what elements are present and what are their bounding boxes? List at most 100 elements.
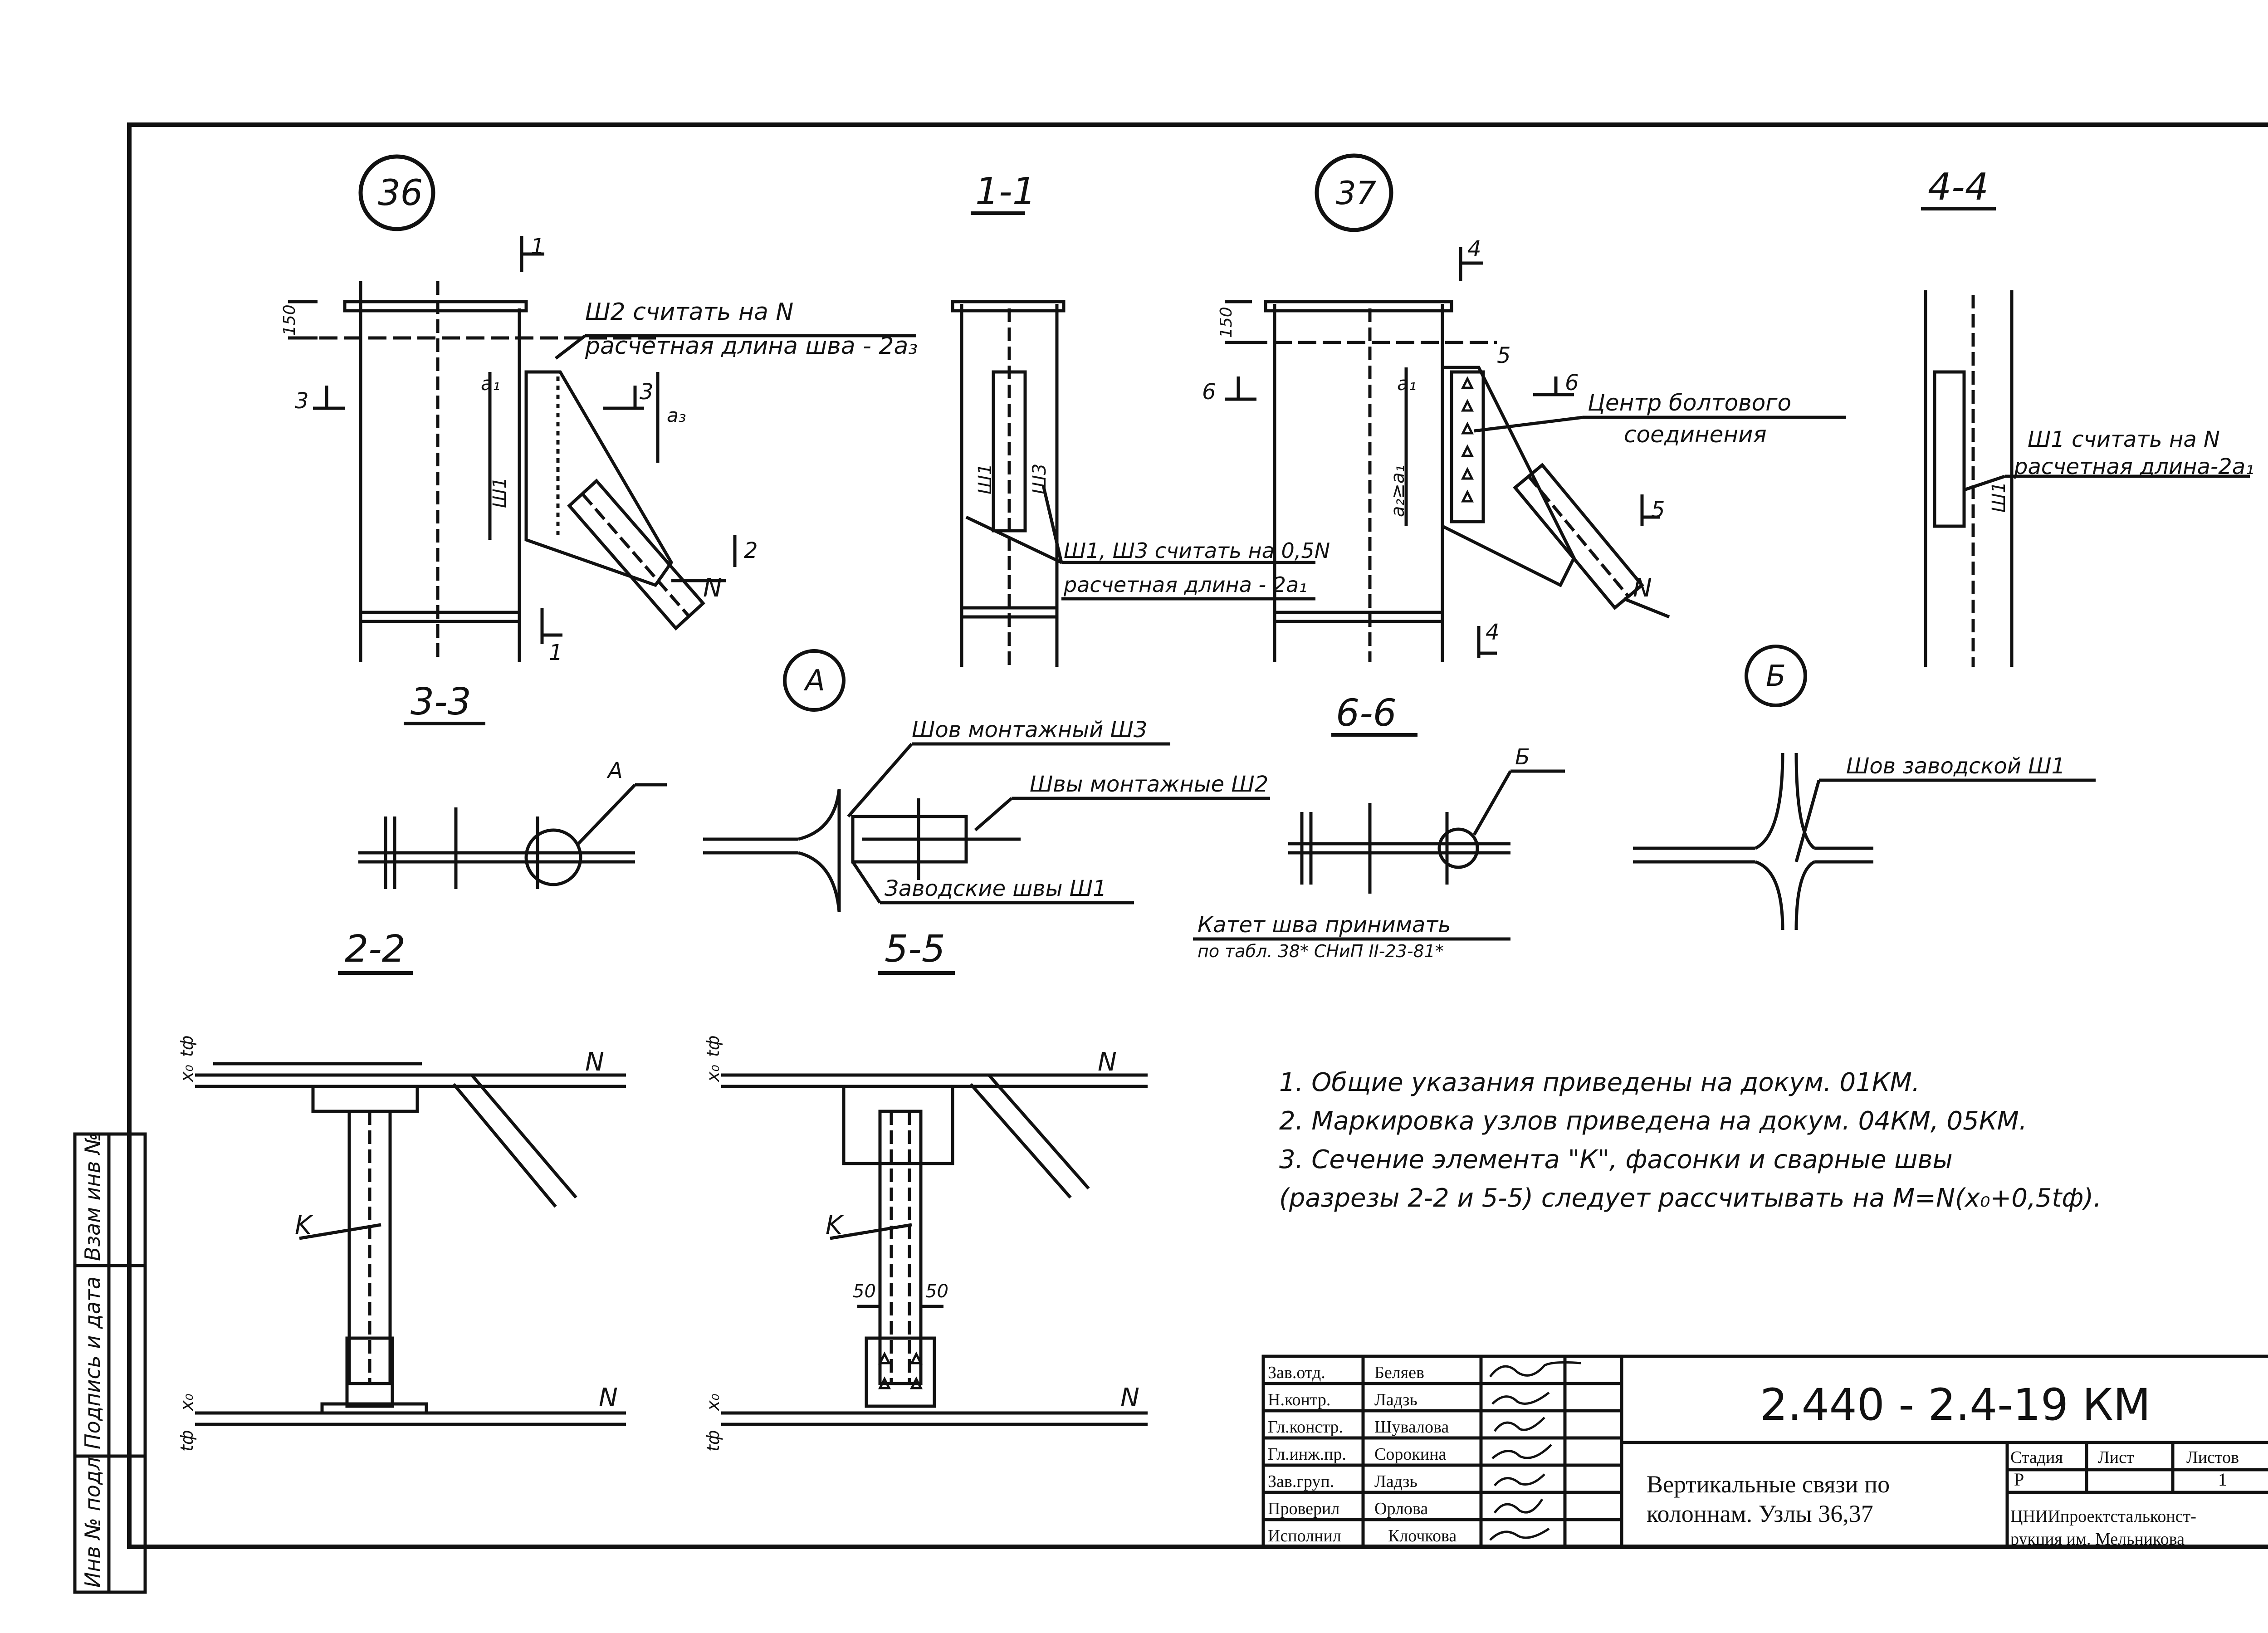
title-block-grid (1261, 1354, 2268, 1549)
bolt-marks-elev2 (878, 1351, 923, 1389)
section-5-5-label: 5-5 (885, 928, 945, 971)
name-3: Шувалова (1374, 1418, 1449, 1437)
detail-a-callout: A (606, 758, 623, 783)
name-2: Ладзь (1374, 1390, 1418, 1409)
title-block-roles: Зав.отд. Н.контр. Гл.констр. Гл.инж.пр. … (1268, 1363, 1346, 1545)
element-k-label-2: K (826, 1211, 844, 1240)
force-n-node37: N (1633, 573, 1652, 603)
drawing-title-line2: колоннам. Узлы 36,37 (1647, 1500, 1873, 1527)
w1-label-node36: Ш1 (489, 477, 510, 508)
drawing-title-line1: Вертикальные связи по (1647, 1471, 1890, 1498)
role-3: Гл.констр. (1268, 1418, 1343, 1437)
note-3: 3. Сечение элемента "К", фасонки и сварн… (1279, 1145, 1953, 1174)
node-37-label: 37 (1336, 175, 1376, 212)
cut-mark-1-top: 1 (531, 234, 545, 259)
section-b-drawing (1193, 645, 1807, 941)
x0-label-elev2-top: x₀ (703, 1065, 723, 1082)
mount-seam-w3: Шов монтажный Ш3 (912, 717, 1147, 743)
detail-a-label: A (803, 664, 825, 698)
cut-mark-4-top: 4 (1467, 236, 1481, 262)
mount-seams-w2: Швы монтажные Ш2 (1030, 772, 1268, 797)
name-6: Орлова (1374, 1499, 1428, 1518)
a1-label-node37: a₁ (1397, 372, 1417, 395)
cut-mark-3-right: 3 (640, 379, 654, 405)
node-36-label: 36 (378, 173, 423, 214)
section-3-3-label: 3-3 (411, 680, 471, 724)
role-1: Зав.отд. (1268, 1363, 1325, 1382)
w13-callout-title: Ш1, Ш3 считать на 0,5N (1064, 538, 1330, 563)
bolt-center-line2: соединения (1624, 421, 1767, 448)
cut-mark-2: 2 (744, 538, 758, 563)
dim-150-node37: 150 (1217, 307, 1236, 338)
stage-header: Стадия (2010, 1448, 2063, 1467)
section-2-2-drawing (358, 649, 846, 889)
w1-callout-length: расчетная длина-2a₁ (2014, 454, 2254, 479)
note-1: 1. Общие указания приведены на докум. 01… (1279, 1068, 1920, 1097)
force-n-elev2-top: N (1098, 1047, 1117, 1077)
cut-mark-5-top: 5 (1497, 343, 1511, 368)
organization-line2: рукция им. Мельникова (2010, 1530, 2185, 1549)
role-7: Исполнил (1268, 1526, 1341, 1545)
section-5-5-drawing (703, 742, 1270, 912)
cut-mark-4-bottom: 4 (1486, 620, 1500, 645)
w2-callout-length: расчетная длина шва - 2a₃ (585, 332, 918, 360)
weld-leg-note-1: Катет шва принимать (1198, 912, 1451, 938)
bolt-center-line1: Центр болтового (1588, 390, 1791, 416)
section-6-6-label: 6-6 (1336, 692, 1397, 735)
a2ge-label-node37: a₂≥a₁ (1388, 465, 1408, 517)
role-6: Проверил (1268, 1499, 1339, 1518)
name-7: Клочкова (1388, 1526, 1457, 1545)
cut-mark-6-right: 6 (1565, 370, 1579, 396)
cut-mark-5-bottom: 5 (1651, 497, 1665, 523)
w3-label-section11: Ш3 (1029, 464, 1050, 494)
name-5: Ладзь (1374, 1472, 1418, 1491)
document-code: 2.440 - 2.4-19 КМ (1760, 1379, 2151, 1430)
sheet-frame (127, 122, 2268, 1549)
stage-value: Р (2014, 1469, 2024, 1490)
a1-label-node36: a₁ (481, 372, 500, 395)
w2-callout-title: Ш2 считать на N (585, 298, 793, 326)
side-stamp-text-1: Инв № подл (80, 1457, 105, 1588)
node-36-drawing (288, 154, 916, 662)
signature-scribbles (1489, 1361, 1581, 1541)
force-n-node36: N (703, 573, 722, 603)
general-notes: 1. Общие указания приведены на докум. 01… (1279, 1068, 2102, 1213)
bolt-marks-node37 (1461, 376, 1474, 503)
tf-label-elev2-bottom: tф (703, 1430, 723, 1452)
element-k-elevation-2 (721, 1073, 1148, 1426)
note-4: (разрезы 2-2 и 5-5) следует рассчитывать… (1279, 1183, 2102, 1213)
force-n-elev1-bottom: N (599, 1383, 618, 1413)
sheets-value: 1 (2218, 1469, 2227, 1490)
tf-label-elev1-top: tф (177, 1036, 197, 1057)
detail-b-label: Б (1766, 660, 1786, 693)
cut-mark-1-bottom: 1 (549, 640, 563, 665)
title-block-names: Беляев Ладзь Шувалова Сорокина Ладзь Орл… (1374, 1363, 1457, 1545)
cut-mark-6-left: 6 (1202, 379, 1216, 405)
organization-line1: ЦНИИпроектстальконст- (2010, 1507, 2196, 1526)
detail-b-callout: Б (1515, 744, 1530, 770)
cut-mark-3-left: 3 (295, 388, 309, 414)
w1-callout-title: Ш1 считать на N (2028, 427, 2220, 452)
side-stamp-text-2: Подпись и дата (80, 1276, 105, 1449)
section-2-2-label: 2-2 (345, 928, 406, 971)
dim-50-left: 50 (853, 1281, 876, 1302)
name-4: Сорокина (1374, 1445, 1446, 1464)
element-k-label-1: K (295, 1211, 313, 1240)
role-4: Гл.инж.пр. (1268, 1445, 1346, 1464)
dim-150-node36: 150 (280, 304, 299, 336)
x0-label-elev1-bottom: x₀ (177, 1393, 197, 1411)
sheet-header: Лист (2098, 1448, 2134, 1467)
section-1-1-label: 1-1 (975, 170, 1036, 213)
factory-seam-label: Шов заводской Ш1 (1846, 753, 2065, 779)
factory-seams-w1: Заводские швы Ш1 (885, 876, 1107, 901)
w13-callout-length: расчетная длина - 2a₁ (1063, 572, 1307, 597)
section-4-4-drawing (1924, 290, 2250, 667)
role-2: Н.контр. (1268, 1390, 1330, 1409)
element-k-elevation-1 (195, 1062, 626, 1426)
section-1-1-drawing (951, 300, 1315, 667)
name-1: Беляев (1374, 1363, 1424, 1382)
weld-leg-note-2: по табл. 38* СНиП II-23-81* (1198, 941, 1444, 961)
x0-label-elev2-bottom: x₀ (703, 1393, 723, 1411)
factory-seam-drawing (1633, 753, 2096, 930)
note-2: 2. Маркировка узлов приведена на докум. … (1279, 1106, 2027, 1136)
